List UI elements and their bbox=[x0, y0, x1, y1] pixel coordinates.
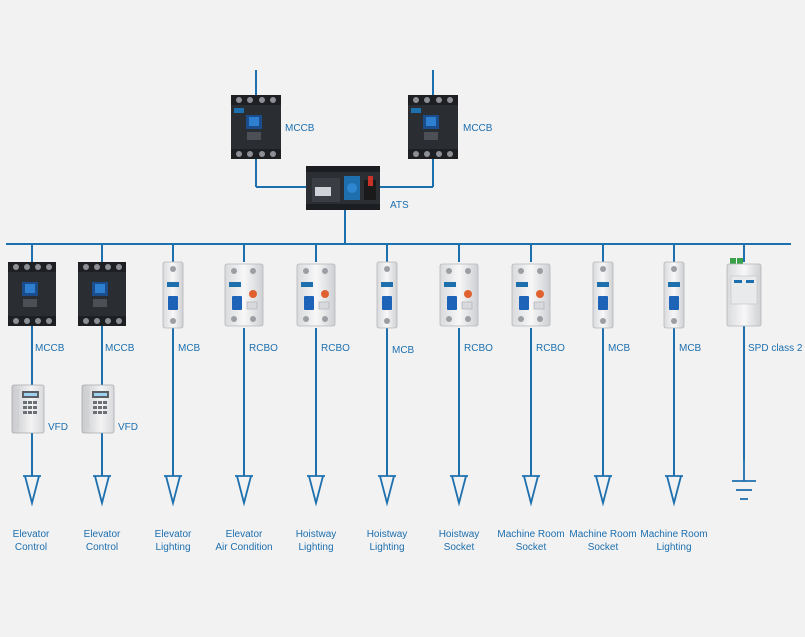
load-label: Socket bbox=[444, 542, 475, 553]
device-label: MCCB bbox=[105, 343, 135, 354]
load-terminal-symbol bbox=[522, 475, 540, 507]
device-label: MCB bbox=[608, 343, 631, 354]
load-label: Control bbox=[15, 542, 47, 553]
device-label: MCB bbox=[392, 345, 415, 356]
load-label: Lighting bbox=[155, 542, 190, 553]
load-label: Air Condition bbox=[215, 542, 272, 553]
load-label: Socket bbox=[516, 542, 547, 553]
ground-symbol bbox=[732, 460, 756, 500]
mccb-device-left bbox=[231, 95, 281, 159]
load-terminal-symbol bbox=[164, 475, 182, 507]
mccb-device bbox=[78, 262, 126, 326]
load-label: Machine Room bbox=[569, 529, 636, 540]
vfd-label: VFD bbox=[118, 422, 138, 433]
load-terminal-symbol bbox=[665, 475, 683, 507]
load-label: Elevator bbox=[155, 529, 192, 540]
mcb-device bbox=[592, 261, 614, 329]
load-label: Hoistway bbox=[367, 529, 408, 540]
vfd-device bbox=[81, 384, 115, 434]
load-label: Socket bbox=[588, 542, 619, 553]
load-terminal-symbol bbox=[450, 475, 468, 507]
mccb-device-right bbox=[408, 95, 458, 159]
load-terminal-symbol bbox=[307, 475, 325, 507]
mccb-device bbox=[8, 262, 56, 326]
vfd-device bbox=[11, 384, 45, 434]
load-label: Elevator bbox=[84, 529, 121, 540]
device-label: RCBO bbox=[249, 343, 278, 354]
load-label: Machine Room bbox=[640, 529, 707, 540]
spd-device bbox=[726, 258, 762, 327]
mcb-device bbox=[663, 261, 685, 329]
load-label: Lighting bbox=[298, 542, 333, 553]
load-label: Hoistway bbox=[296, 529, 337, 540]
load-label: Control bbox=[86, 542, 118, 553]
load-terminal-symbol bbox=[594, 475, 612, 507]
load-terminal-symbol bbox=[23, 475, 41, 507]
mccb-label-right: MCCB bbox=[463, 123, 493, 134]
load-label: Elevator bbox=[13, 529, 50, 540]
ats-device bbox=[306, 166, 380, 210]
device-label: MCB bbox=[679, 343, 702, 354]
device-label: RCBO bbox=[536, 343, 565, 354]
device-label: RCBO bbox=[464, 343, 493, 354]
load-label: Machine Room bbox=[497, 529, 564, 540]
load-label: Elevator bbox=[226, 529, 263, 540]
ats-label: ATS bbox=[390, 200, 409, 211]
rcbo-device bbox=[439, 263, 479, 327]
device-label: RCBO bbox=[321, 343, 350, 354]
load-terminal-symbol bbox=[93, 475, 111, 507]
load-terminal-symbol bbox=[235, 475, 253, 507]
device-label: MCCB bbox=[35, 343, 65, 354]
device-label: SPD class 2 bbox=[748, 343, 803, 354]
vfd-label: VFD bbox=[48, 422, 68, 433]
load-label: Lighting bbox=[656, 542, 691, 553]
device-label: MCB bbox=[178, 343, 201, 354]
mccb-label-left: MCCB bbox=[285, 123, 315, 134]
load-label: Lighting bbox=[369, 542, 404, 553]
mcb-device bbox=[376, 261, 398, 329]
mcb-device bbox=[162, 261, 184, 329]
rcbo-device bbox=[511, 263, 551, 327]
supply-wiring bbox=[6, 70, 791, 245]
load-label: Hoistway bbox=[439, 529, 480, 540]
rcbo-device bbox=[296, 263, 336, 327]
load-terminal-symbol bbox=[378, 475, 396, 507]
rcbo-device bbox=[224, 263, 264, 327]
